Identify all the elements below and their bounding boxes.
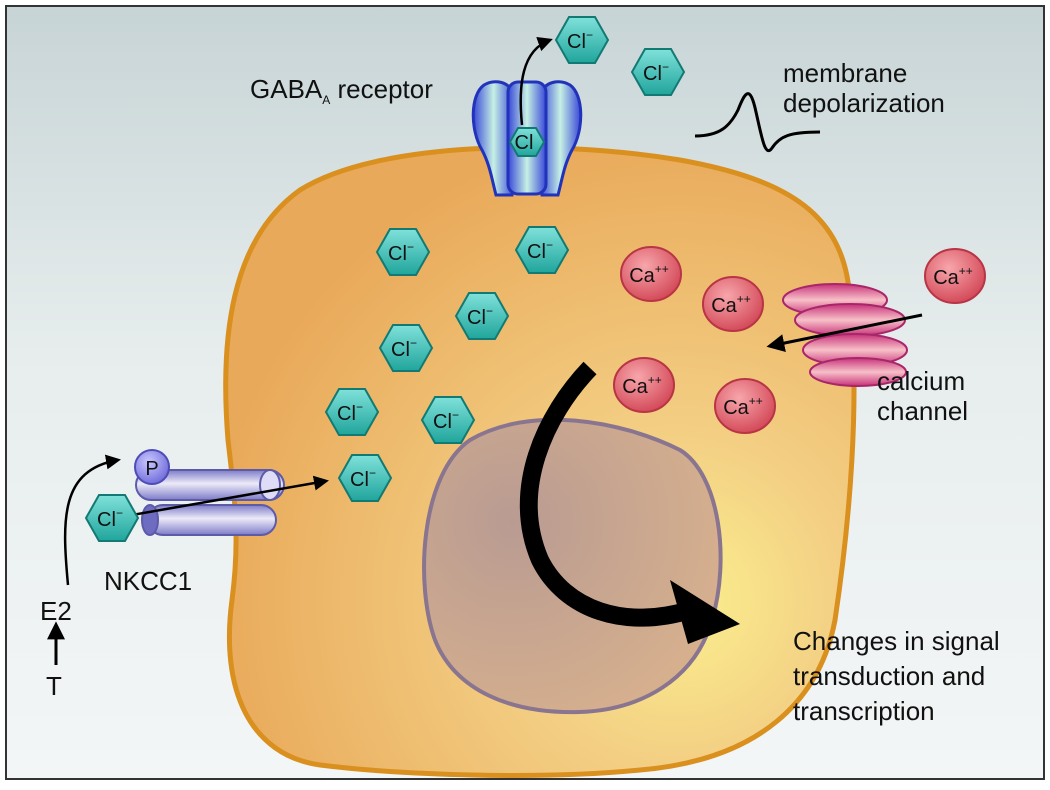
calcium-ion: Ca++ <box>924 248 986 304</box>
depolarization-waveform <box>694 92 821 152</box>
ion-label: Ca++ <box>933 264 973 289</box>
chloride-hexagon <box>420 396 476 444</box>
chloride-hexagon <box>337 454 393 502</box>
membrane-depolarization-line1: membrane <box>783 58 907 88</box>
gaba-a-receptor-label: GABAA receptor <box>250 74 433 107</box>
calcium-sphere <box>620 246 682 302</box>
e2-label: E2 <box>40 596 72 626</box>
chloride-ion: Cl− <box>324 388 380 436</box>
ion-label: Cl− <box>97 506 123 531</box>
nkcc1-label: NKCC1 <box>104 566 192 596</box>
ion-label: Cl− <box>337 400 363 425</box>
calcium-channel-line2: channel <box>877 396 968 426</box>
chloride-hexagon <box>375 228 431 276</box>
chloride-ion: Cl− <box>514 226 570 274</box>
chloride-ion: Cl− <box>378 324 434 372</box>
calcium-ion: Ca++ <box>620 246 682 302</box>
changes-text-line2: transduction and <box>793 661 985 691</box>
membrane-depolarization-line2: depolarization <box>783 88 945 118</box>
chloride-ion: Cl− <box>420 396 476 444</box>
chloride-hexagon <box>514 226 570 274</box>
calcium-sphere <box>924 248 986 304</box>
chloride-hexagon <box>84 494 140 542</box>
signal-transduction-arrow <box>519 361 693 627</box>
calcium-sphere <box>702 276 764 332</box>
ion-label: Cl− <box>643 60 669 85</box>
ion-label: Ca++ <box>711 292 751 317</box>
chloride-hexagon <box>630 48 686 96</box>
phosphate-label: P <box>145 458 158 480</box>
chloride-ion: Cl− <box>554 16 610 64</box>
ion-label: Cl− <box>433 408 459 433</box>
calcium-sphere <box>714 378 776 434</box>
calcium-sphere <box>613 357 675 413</box>
ion-label: Ca++ <box>723 394 763 419</box>
chloride-hexagon <box>378 324 434 372</box>
ion-label: Ca++ <box>622 373 662 398</box>
ion-label: Cl− <box>467 304 493 329</box>
chloride-ion: Cl− <box>337 454 393 502</box>
changes-text-line1: Changes in signal <box>793 626 1000 656</box>
chloride-ion: Cl− <box>630 48 686 96</box>
ion-label: Cl− <box>567 28 593 53</box>
chloride-label: Cl <box>515 132 534 154</box>
calcium-ion-group: Ca++ Ca++ Ca++ Ca++ Ca++ <box>613 246 986 434</box>
nkcc1-transporter <box>135 469 285 536</box>
changes-text-line3: transcription <box>793 696 935 726</box>
ion-label: Cl− <box>350 466 376 491</box>
calcium-channel <box>782 283 908 387</box>
chloride-ion: Cl− <box>454 292 510 340</box>
phosphate-group: P <box>134 449 170 485</box>
calcium-ion: Ca++ <box>613 357 675 413</box>
calcium-ion: Ca++ <box>702 276 764 332</box>
receptor-chloride-ion: Cl <box>508 127 546 157</box>
e2-phosphorylation-arrow <box>63 454 121 586</box>
chloride-hexagon <box>554 16 610 64</box>
nkcc1-chloride-arrow <box>114 475 329 520</box>
nucleus <box>422 417 723 715</box>
calcium-channel-line1: calcium <box>877 366 965 396</box>
ion-label: Ca++ <box>629 262 669 287</box>
ion-label: Cl− <box>391 336 417 361</box>
chloride-hexagon <box>324 388 380 436</box>
chloride-ion: Cl− <box>84 494 140 542</box>
chloride-ion: Cl− <box>375 228 431 276</box>
signal-arrow-head <box>670 580 740 644</box>
ion-label: Cl− <box>388 240 414 265</box>
ion-label: Cl− <box>527 238 553 263</box>
calcium-influx-arrow <box>766 313 923 352</box>
chloride-ion-group: Cl− Cl− Cl− Cl− Cl− Cl− Cl− Cl− Cl− Cl− <box>84 16 686 542</box>
calcium-ion: Ca++ <box>714 378 776 434</box>
chloride-hexagon <box>454 292 510 340</box>
t-label: T <box>46 671 62 701</box>
receptor-efflux-arrow <box>519 36 553 126</box>
